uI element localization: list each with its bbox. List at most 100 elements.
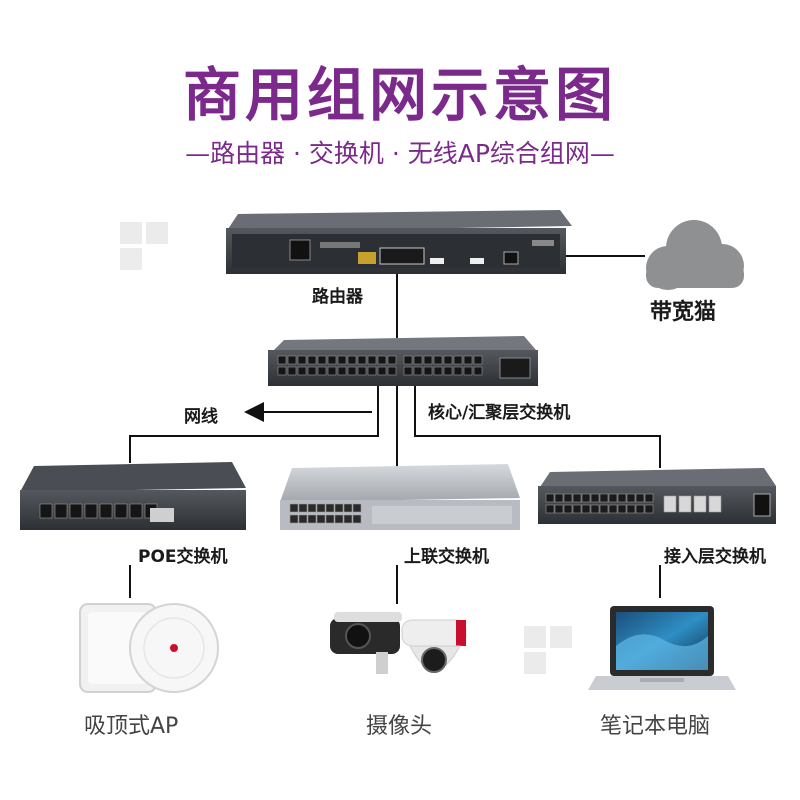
uplink-switch-label: 上联交换机 — [404, 547, 489, 567]
switch-port — [554, 504, 564, 514]
switch-port — [84, 503, 98, 519]
modem-label: 带宽猫 — [650, 300, 717, 325]
switch-port — [443, 366, 453, 376]
switch-port — [581, 504, 591, 514]
switch-port — [343, 503, 353, 513]
switch-port — [453, 355, 463, 365]
switch-port — [387, 355, 397, 365]
switch-port — [433, 355, 443, 365]
switch-port — [327, 355, 337, 365]
switch-port — [626, 504, 636, 514]
switch-port — [423, 366, 433, 376]
switch-port — [69, 503, 83, 519]
switch-port — [473, 366, 483, 376]
switch-port — [347, 366, 357, 376]
switch-port — [403, 366, 413, 376]
switch-icon[interactable] — [538, 468, 776, 524]
switch-port — [590, 504, 600, 514]
switch-port — [617, 493, 627, 503]
switch-port — [563, 493, 573, 503]
switch-port — [581, 493, 591, 503]
switch-port — [377, 366, 387, 376]
cable-label: 网线 — [184, 407, 218, 427]
switch-port — [99, 503, 113, 519]
link-core-poe — [129, 385, 379, 463]
switch-port — [453, 366, 463, 376]
switch-port — [443, 355, 453, 365]
cloud-icon[interactable] — [646, 220, 744, 290]
switch-port — [617, 504, 627, 514]
switch-port — [297, 355, 307, 365]
page-subtitle: —路由器 · 交换机 · 无线AP综合组网— — [185, 139, 615, 168]
switch-port — [387, 366, 397, 376]
switch-port — [298, 503, 308, 513]
watermark — [120, 222, 572, 674]
switch-port — [554, 493, 564, 503]
switch-port — [473, 355, 483, 365]
switch-port — [433, 366, 443, 376]
access-point-icon[interactable] — [79, 603, 219, 693]
router-icon[interactable] — [226, 210, 572, 274]
link-core-access — [414, 385, 661, 468]
switch-port — [307, 366, 317, 376]
switch-port — [337, 355, 347, 365]
switch-icon[interactable] — [20, 462, 246, 530]
switch-port — [325, 503, 335, 513]
router-label: 路由器 — [312, 287, 363, 307]
switch-port — [463, 355, 473, 365]
switch-port — [644, 493, 654, 503]
switch-port — [289, 514, 299, 524]
core-switch-label: 核心/汇聚层交换机 — [428, 403, 571, 423]
switch-port — [367, 355, 377, 365]
switch-port — [114, 503, 128, 519]
switch-port — [39, 503, 53, 519]
core-switch-ports — [277, 355, 483, 376]
access-switch-ports — [545, 493, 722, 514]
switch-port — [277, 366, 287, 376]
switch-port — [563, 504, 573, 514]
switch-port — [545, 504, 555, 514]
switch-port — [423, 355, 433, 365]
switch-port — [708, 495, 722, 513]
switch-port — [413, 355, 423, 365]
switch-port — [277, 355, 287, 365]
switch-port — [307, 355, 317, 365]
switch-port — [316, 514, 326, 524]
switch-port — [325, 514, 335, 524]
switch-port — [334, 514, 344, 524]
switch-port — [298, 514, 308, 524]
switch-port — [367, 366, 377, 376]
switch-port — [635, 504, 645, 514]
switch-port — [545, 493, 555, 503]
laptop-label: 笔记本电脑 — [600, 714, 711, 739]
switch-port — [626, 493, 636, 503]
connection-lines — [129, 255, 661, 604]
switch-port — [357, 366, 367, 376]
switch-port — [334, 503, 344, 513]
switch-port — [352, 503, 362, 513]
laptop-icon[interactable] — [588, 606, 736, 690]
ceiling-ap-label: 吸顶式AP — [84, 714, 179, 739]
switch-port — [307, 503, 317, 513]
switch-port — [357, 355, 367, 365]
switch-port — [352, 514, 362, 524]
switch-port — [307, 514, 317, 524]
switch-port — [287, 366, 297, 376]
switch-icon[interactable] — [268, 336, 538, 386]
page-title: 商用组网示意图 — [182, 61, 617, 129]
switch-port — [463, 366, 473, 376]
switch-port — [608, 504, 618, 514]
switch-port — [590, 493, 600, 503]
switch-port — [289, 503, 299, 513]
switch-icon[interactable] — [280, 464, 520, 530]
switch-port — [635, 493, 645, 503]
switch-port — [327, 366, 337, 376]
camera-icon[interactable] — [330, 612, 467, 674]
switch-port — [297, 366, 307, 376]
switch-port — [317, 355, 327, 365]
switch-port — [663, 495, 677, 513]
switch-port — [599, 504, 609, 514]
switch-port — [347, 355, 357, 365]
access-switch-label: 接入层交换机 — [664, 547, 766, 567]
